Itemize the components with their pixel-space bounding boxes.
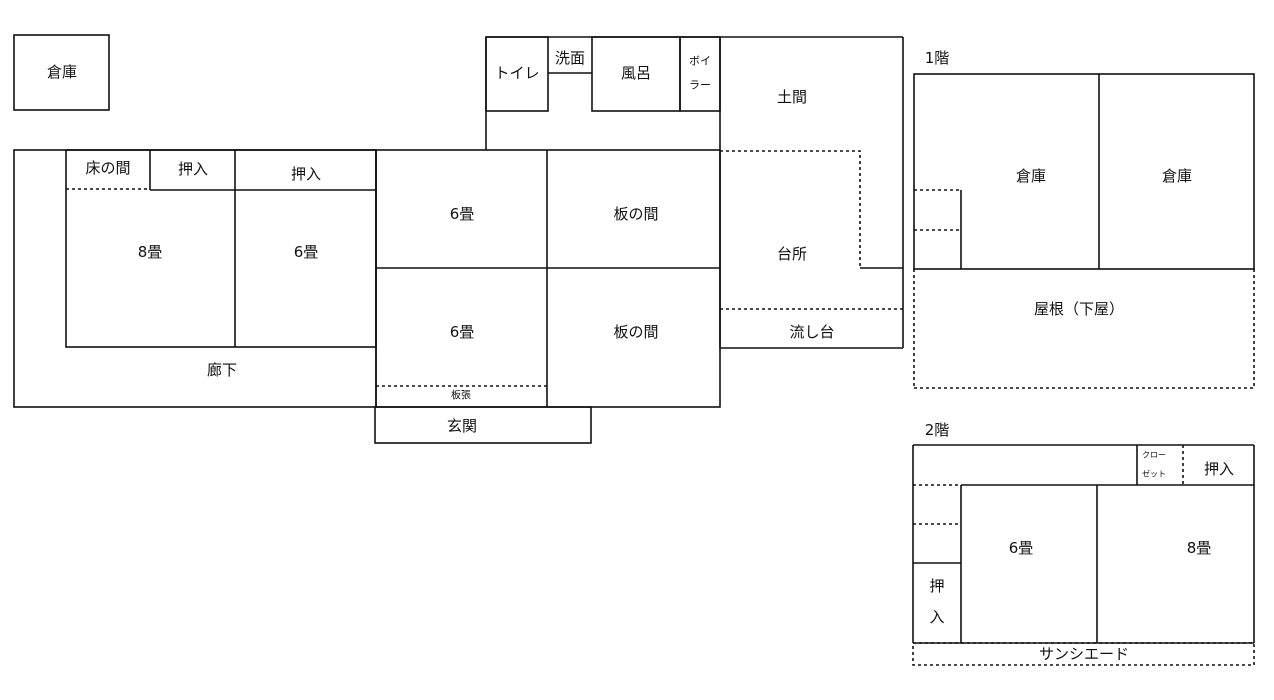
label-toilet: トイレ	[494, 64, 539, 82]
label-floor-2: 2階	[925, 421, 950, 439]
label-oshiire-side-line1: 押	[929, 577, 944, 595]
label-boiler-line2: ラー	[689, 79, 711, 92]
label-room-6-west: 6畳	[294, 243, 319, 261]
annex-2f-walls	[912, 444, 1255, 666]
label-itabari: 板張	[451, 389, 471, 402]
label-storage-shed: 倉庫	[47, 63, 77, 81]
label-annex-storage-right: 倉庫	[1162, 167, 1192, 185]
label-corridor: 廊下	[207, 361, 237, 379]
label-2f-room-6: 6畳	[1009, 539, 1034, 557]
label-room-8: 8畳	[138, 243, 163, 261]
label-genkan: 玄関	[447, 417, 477, 435]
label-tokonoma: 床の間	[85, 159, 130, 177]
label-annex-storage-left: 倉庫	[1016, 167, 1046, 185]
main-house-walls	[13, 36, 904, 444]
label-doma: 土間	[777, 88, 807, 106]
label-washroom: 洗面	[555, 49, 585, 67]
storage-shed-outline	[13, 34, 110, 111]
label-oshiire-a: 押入	[178, 160, 208, 178]
label-annex-roof: 屋根（下屋）	[1034, 300, 1124, 318]
label-oshiire-side-line2: 入	[929, 608, 944, 626]
label-closet-line1: クロー	[1142, 451, 1166, 460]
label-room-6-south: 6畳	[450, 323, 475, 341]
label-bath: 風呂	[621, 64, 651, 82]
label-kitchen: 台所	[777, 245, 807, 263]
label-room-6-north: 6畳	[450, 205, 475, 223]
annex-1f-walls	[913, 73, 1255, 389]
label-floor-1: 1階	[925, 49, 950, 67]
label-boiler-line1: ボイ	[689, 55, 711, 68]
label-2f-room-8: 8畳	[1187, 539, 1212, 557]
label-closet-line2: ゼット	[1142, 469, 1166, 479]
label-sink: 流し台	[789, 323, 834, 341]
label-itanoma-north: 板の間	[613, 205, 658, 223]
label-oshiire-b: 押入	[291, 165, 321, 183]
label-oshiire-top: 押入	[1204, 460, 1234, 478]
label-itanoma-south: 板の間	[613, 323, 658, 341]
label-sunshade: サンシエード	[1039, 645, 1129, 663]
